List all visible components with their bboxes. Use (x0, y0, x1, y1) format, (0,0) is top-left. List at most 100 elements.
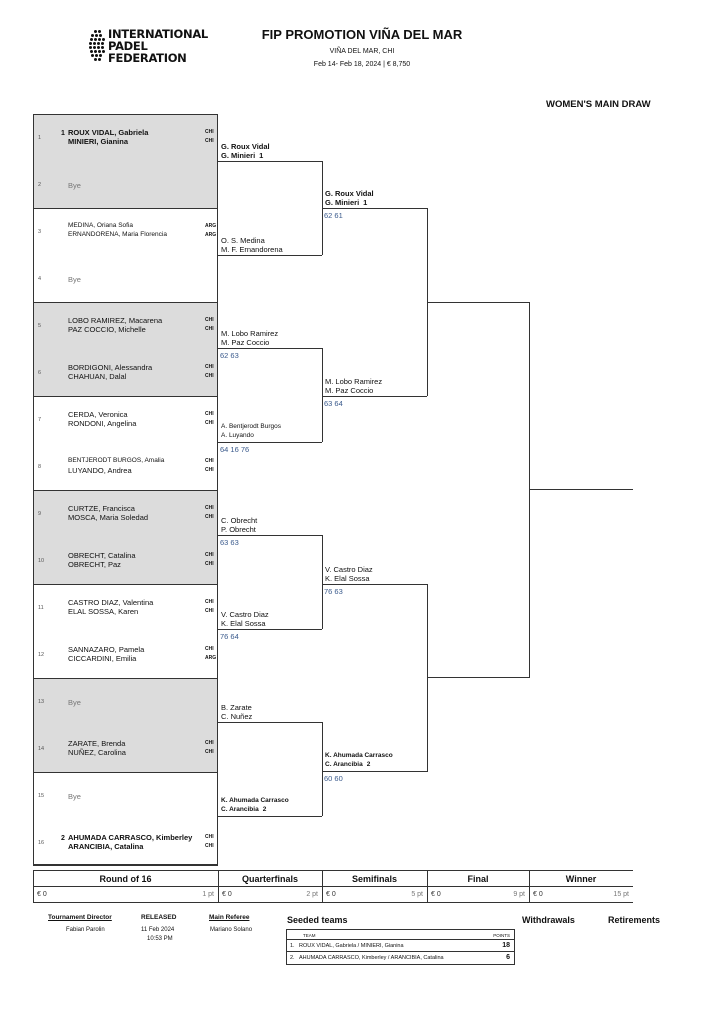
round-name: Round of 16 (99, 874, 152, 884)
player-name: CHAHUAN, Dalal (68, 372, 127, 381)
qf-team-line1: K. Ahumada Carrasco (221, 797, 289, 804)
qf-score: 62 63 (220, 351, 239, 360)
player-name: ELAL SOSSA, Karen (68, 607, 139, 616)
position-number: 5 (38, 323, 42, 329)
qf-team-line2: M. Paz Coccio (221, 338, 270, 347)
nationality: CHI (205, 646, 214, 652)
player-name: ZARATE, Brenda (68, 739, 126, 748)
bracket-line (529, 489, 633, 490)
bracket-line (218, 348, 322, 349)
seeded-row: 1. ROUX VIDAL, Gabriela / MINIERI, Giani… (287, 940, 514, 952)
round-points: 9 pt (513, 891, 525, 898)
bracket-line (529, 302, 530, 678)
nationality: CHI (205, 458, 214, 464)
position-number: 2 (38, 182, 42, 188)
rounds-table (33, 870, 633, 903)
draw-name: WOMEN'S MAIN DRAW (546, 99, 651, 110)
tournament-dates-prize: Feb 14- Feb 18, 2024 | € 8,750 (313, 61, 411, 68)
position-number: 4 (38, 276, 42, 282)
seeded-row: 2. AHUMADA CARRASCO, Kimberley / ARANCIB… (290, 954, 510, 961)
player-name: SANNAZARO, Pamela (68, 645, 145, 654)
nationality: CHI (205, 843, 214, 849)
bracket-line (218, 722, 322, 723)
qf-team-line1: A. Bentjerodt Burgos (221, 423, 281, 430)
qf-team-line2: P. Obrecht (221, 525, 256, 534)
nationality: CHI (205, 749, 214, 755)
bracket-line (218, 255, 322, 256)
position-number: 15 (38, 793, 45, 799)
qf-team-line1: V. Castro Diaz (221, 610, 269, 619)
position-number: 1 (38, 135, 42, 141)
nationality: CHI (205, 505, 214, 511)
round-prize: € 0 (326, 891, 336, 898)
qf-team-line1: B. Zarate (221, 703, 252, 712)
referee-label: Main Referee (209, 914, 250, 921)
seeded-label: Seeded teams (287, 915, 348, 925)
qf-team-line2: K. Elal Sossa (221, 619, 266, 628)
nationality: CHI (205, 364, 214, 370)
nationality: CHI (205, 514, 214, 520)
sf-score: 63 64 (324, 399, 343, 408)
nationality: ARG (205, 223, 217, 229)
sf-score: 60 60 (324, 774, 343, 783)
player-name: LUYANDO, Andrea (68, 466, 132, 475)
player-name: AHUMADA CARRASCO, Kimberley (68, 833, 193, 842)
position-number: 12 (38, 652, 45, 658)
position-number: 9 (38, 511, 42, 517)
position-number: 6 (38, 370, 42, 376)
round16-block (33, 490, 218, 584)
player-name: MEDINA, Oriana Sofia (68, 222, 134, 229)
bracket-line (427, 302, 529, 303)
seeded-table: TEAM POINTS 1. ROUX VIDAL, Gabriela / MI… (286, 929, 515, 965)
player-name: BORDIGONI, Alessandra (68, 363, 153, 372)
round-column-divider (322, 870, 323, 903)
tournament-title: FIP PROMOTION VIÑA DEL MAR (261, 27, 463, 42)
nationality: ARG (205, 655, 217, 661)
bracket-line (427, 584, 428, 772)
position-number: 10 (38, 558, 45, 564)
nationality: CHI (205, 138, 214, 144)
player-name: LOBO RAMIREZ, Macarena (68, 316, 163, 325)
bye-label: Bye (68, 698, 81, 707)
sf-team-line2: M. Paz Coccio (325, 386, 374, 395)
nationality: CHI (205, 552, 214, 558)
logo-dots-icon (88, 28, 106, 64)
nationality: CHI (205, 467, 214, 473)
federation-name: INTERNATIONAL PADEL FEDERATION (108, 27, 208, 65)
released-time: 10:53 PM (147, 936, 173, 942)
seeded-table-header: TEAM POINTS (287, 930, 514, 940)
round-name: Quarterfinals (241, 874, 299, 884)
qf-score: 76 64 (220, 632, 239, 641)
released-date: 11 Feb 2024 (141, 927, 175, 933)
nationality: CHI (205, 740, 214, 746)
seed-number: 2 (61, 835, 65, 842)
round16-block (33, 114, 218, 208)
position-number: 8 (38, 464, 42, 470)
round-column-divider (427, 870, 428, 903)
nationality: CHI (205, 373, 214, 379)
bracket-line (322, 348, 323, 442)
round-points: 2 pt (306, 891, 318, 898)
bye-label: Bye (68, 181, 81, 190)
nationality: ARG (205, 232, 217, 238)
round-prize: € 0 (222, 891, 232, 898)
sf-score: 62 61 (324, 211, 343, 220)
bracket-line (218, 161, 322, 162)
position-number: 14 (38, 746, 45, 752)
qf-score: 63 63 (220, 538, 239, 547)
bracket-line (322, 535, 323, 629)
round16-block (33, 678, 218, 772)
nationality: CHI (205, 834, 214, 840)
